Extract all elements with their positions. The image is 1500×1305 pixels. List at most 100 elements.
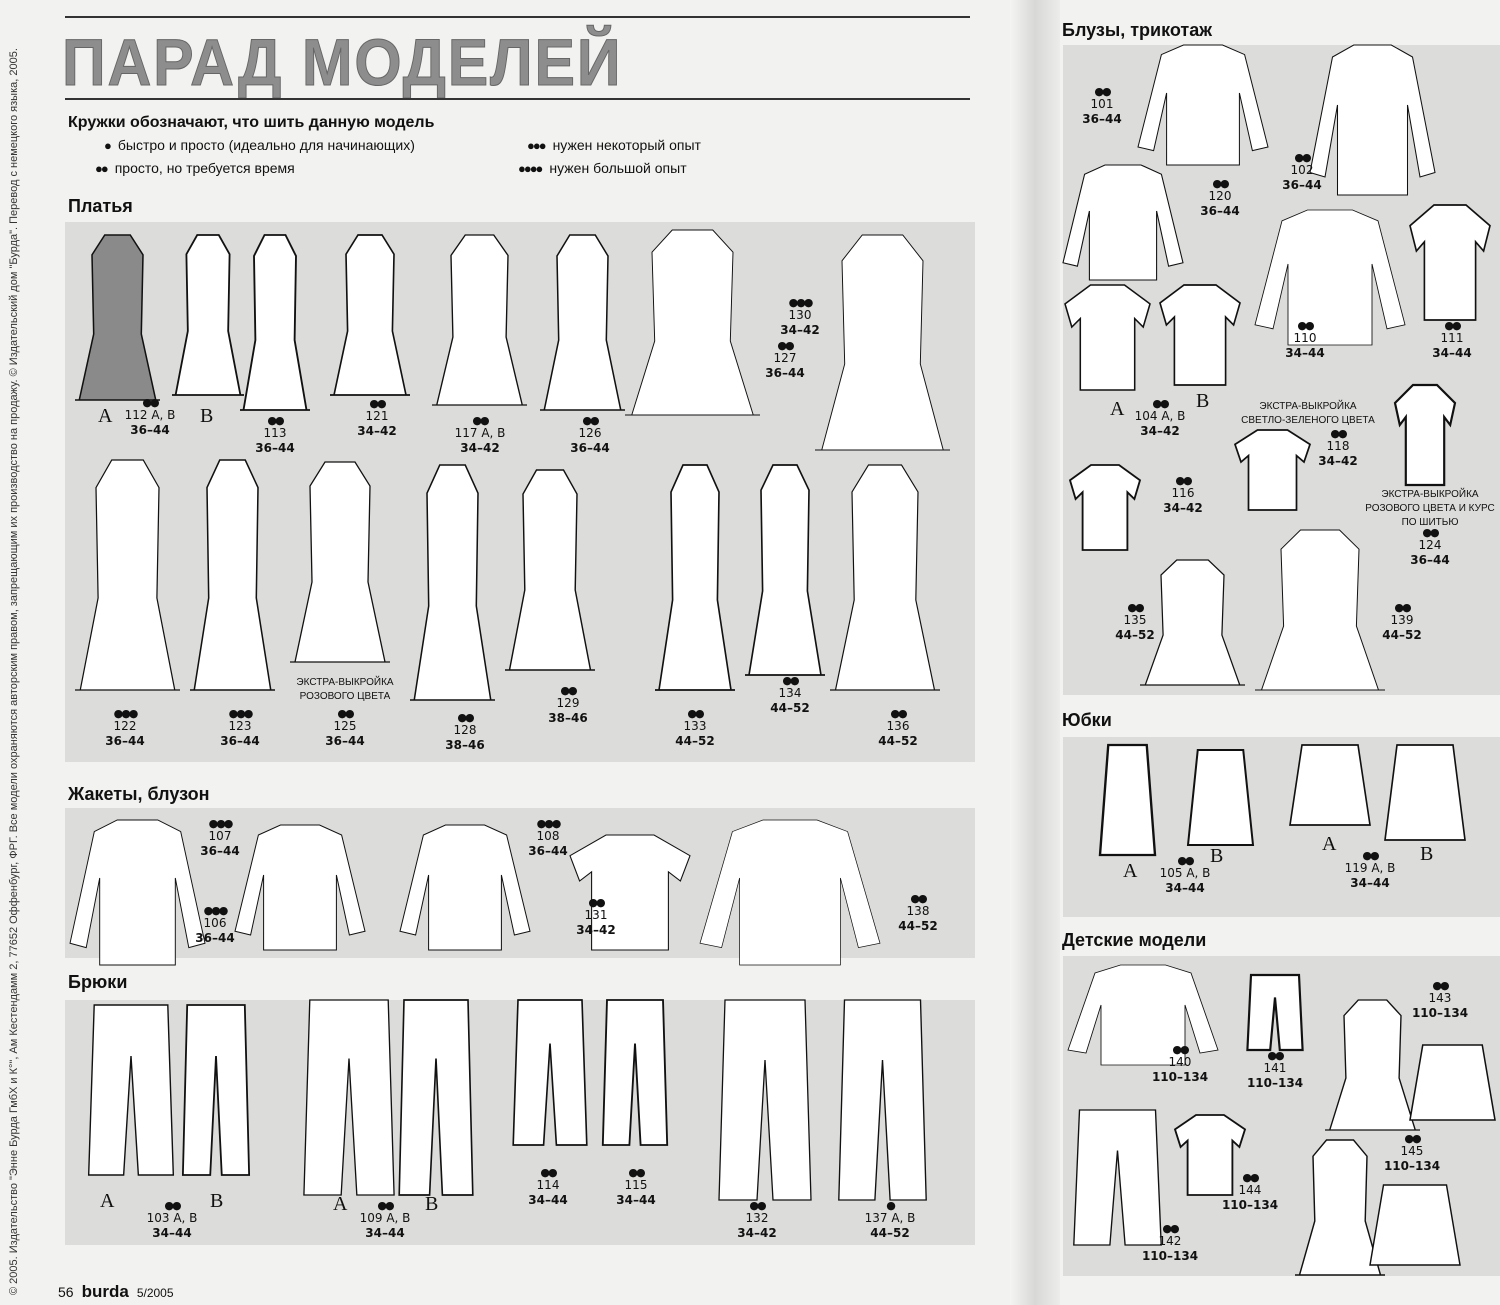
- model-number: 129: [556, 696, 580, 710]
- copyright-text: © 2005. Издательство "Энне Бурда ГмбХ и …: [8, 48, 20, 1295]
- variant-letter-b: B: [1420, 843, 1434, 865]
- variant-letter-a: A: [1123, 860, 1138, 882]
- difficulty-dots: ●●: [1267, 1049, 1284, 1062]
- model-label: ●● 135 44–52: [1115, 602, 1154, 643]
- page-gutter: [1010, 0, 1060, 1305]
- garment-sketch-top: [1160, 285, 1240, 385]
- size-range: 34–42: [1163, 501, 1203, 515]
- garment-sketch-dress: [815, 235, 951, 450]
- model-label: ●● 113 36–44: [255, 415, 294, 456]
- garment-sketch-pants: [183, 1005, 249, 1175]
- model-label: ●●● 107 36–44: [200, 818, 239, 859]
- size-range: 110–134: [1141, 1249, 1199, 1263]
- issue-number: 5/2005: [136, 1286, 174, 1300]
- variant-letter-b: B: [1196, 390, 1210, 412]
- garment-sketch-dress: [172, 235, 244, 395]
- difficulty-dots: ●●: [1162, 1222, 1179, 1235]
- size-range: 36–44: [325, 734, 365, 748]
- variant-letter-b: B: [200, 405, 214, 427]
- difficulty-dots: ●●: [369, 397, 386, 410]
- garment-sketch-skirt: [1188, 750, 1253, 845]
- difficulty-dots: ●●: [1330, 427, 1347, 440]
- difficulty-dots: ●●●: [113, 707, 139, 720]
- model-number: 127: [773, 351, 797, 365]
- difficulty-dots: ●●: [890, 707, 907, 720]
- legend-heading: Кружки обозначают, что шить данную модел…: [68, 114, 435, 131]
- difficulty-dots: ●●●: [228, 707, 254, 720]
- variant-letter-a: A: [98, 405, 113, 427]
- garment-sketch-skirt: [1290, 745, 1370, 825]
- model-number: 102: [1290, 163, 1314, 177]
- size-range: 44–52: [1382, 628, 1422, 642]
- difficulty-dots: ●●: [588, 896, 605, 909]
- size-range: 34–44: [1165, 881, 1205, 895]
- garment-sketch-jacket: [235, 825, 365, 950]
- size-range: 110–134: [1246, 1076, 1304, 1090]
- difficulty-dots: ●●: [1242, 1171, 1259, 1184]
- model-label: ●● 125 36–44: [325, 708, 364, 749]
- model-number: 122: [113, 719, 137, 733]
- model-number: 130: [788, 308, 812, 322]
- model-label: ● 137 A, B 44–52: [865, 1200, 916, 1241]
- garment-sketch-pants: [1074, 1110, 1161, 1245]
- model-label: ●● 133 44–52: [675, 708, 714, 749]
- model-label: ●● 102 36–44: [1282, 152, 1321, 193]
- size-range: 36–44: [105, 734, 145, 748]
- garment-sketch-dress: [75, 460, 180, 690]
- variant-letter-a: A: [1110, 398, 1125, 420]
- model-number: 137 A, B: [864, 1211, 916, 1225]
- model-number: 125: [333, 719, 357, 733]
- difficulty-dots: ●●: [1404, 1132, 1421, 1145]
- size-range: 38–46: [445, 738, 485, 752]
- garment-sketch-jacket: [400, 825, 530, 950]
- model-label: ●● 143 110–134: [1412, 980, 1468, 1021]
- garment-sketch-jacket: [1068, 965, 1218, 1065]
- model-label: ●● 114 34–44: [528, 1167, 567, 1208]
- difficulty-dots: ●●: [1362, 849, 1379, 862]
- size-range: 36–44: [1082, 112, 1122, 126]
- garment-sketch-dress: [330, 235, 411, 395]
- garment-sketch-skirt: [1370, 1185, 1460, 1265]
- size-range: 110–134: [1151, 1070, 1209, 1084]
- garment-sketch-pants: [513, 1000, 587, 1145]
- difficulty-dots: ●●●: [788, 296, 814, 309]
- model-label: ●● 142 110–134: [1142, 1223, 1198, 1264]
- model-label: ●●● 123 36–44: [220, 708, 259, 749]
- garment-sketch-dress: [1295, 1140, 1386, 1275]
- size-range: 34–44: [152, 1226, 192, 1240]
- model-label: ●● 117 A, B 34–42: [455, 415, 506, 456]
- size-range: 36–44: [195, 931, 235, 945]
- model-label: ●● 119 A, B 34–44: [1345, 850, 1396, 891]
- model-label: ●● 131 34–42: [576, 897, 615, 938]
- model-label: ●● 139 44–52: [1382, 602, 1421, 643]
- garment-sketch-dress: [745, 465, 826, 675]
- difficulty-dots: ●●: [782, 674, 799, 687]
- size-range: 34–42: [460, 441, 500, 455]
- size-range: 44–52: [675, 734, 715, 748]
- difficulty-dots: ●●: [628, 1166, 645, 1179]
- model-label: ●● 118 34–42: [1318, 428, 1357, 469]
- model-number: 138: [906, 904, 930, 918]
- garment-sketch-top: [1175, 1115, 1245, 1195]
- size-range: 36–44: [220, 734, 260, 748]
- garment-sketch-pants: [839, 1000, 926, 1200]
- model-number: 128: [453, 723, 477, 737]
- model-label: ●●● 108 36–44: [528, 818, 567, 859]
- model-number: 136: [886, 719, 910, 733]
- model-number: 105 A, B: [1159, 866, 1211, 880]
- model-number: 126: [578, 426, 602, 440]
- model-number: 106: [203, 916, 227, 930]
- difficulty-dots: ●●●: [527, 137, 547, 153]
- difficulty-dots: ●●: [1294, 151, 1311, 164]
- size-range: 36–44: [130, 423, 170, 437]
- section-title-kids: Детские модели: [1062, 930, 1207, 950]
- difficulty-dots: ●●: [377, 1199, 394, 1212]
- size-range: 36–44: [528, 844, 568, 858]
- title-rule-bottom: [65, 98, 970, 100]
- garment-sketch-dress: [1140, 560, 1245, 685]
- garment-sketch-jacket: [1255, 210, 1405, 345]
- model-label: ●● 145 110–134: [1384, 1133, 1440, 1174]
